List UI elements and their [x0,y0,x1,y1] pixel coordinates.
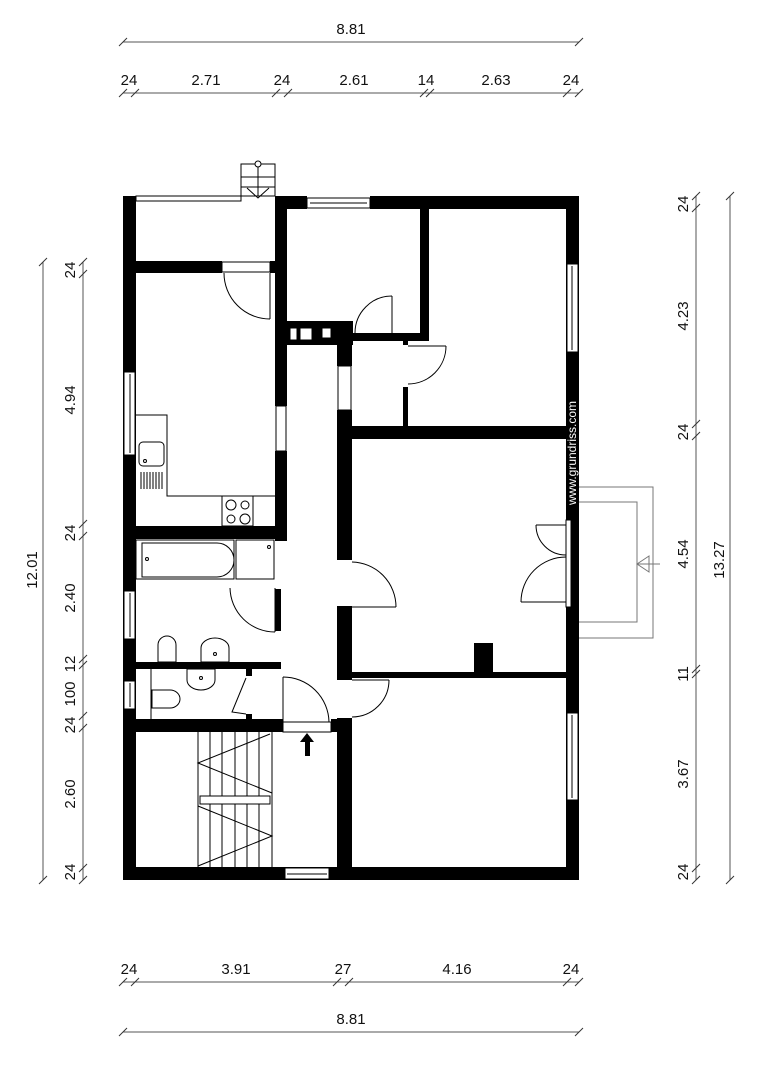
top-total-label: 8.81 [336,21,365,38]
top-dimension-total: 8.81 [118,21,584,47]
watermark-text: www.grundriss.com [565,401,579,506]
left-seg-label: 100 [62,681,79,706]
top-dimension-chain: 24 2.71 24 2.61 14 2.63 24 [118,72,584,98]
bathroom-fixtures [135,539,275,663]
bottom-seg-label: 24 [563,961,580,978]
left-seg-label: 24 [62,717,79,734]
interior-walls [136,196,566,880]
wc-fixtures [150,668,216,719]
right-dimension-chain: 24 4.23 24 4.54 11 3.67 24 [675,191,701,885]
staircase [196,732,274,867]
left-dimension-chain: 24 4.94 24 2.40 12 100 24 2.60 24 [62,257,88,885]
balcony [579,486,660,639]
bottom-dimension-chain: 24 3.91 27 4.16 24 [118,961,584,987]
right-dimension-total: 13.27 [711,191,735,885]
windows [123,197,579,880]
top-seg-label: 14 [418,72,435,89]
chimney-stair-symbol [240,160,276,199]
entry-arrow-icon [300,733,314,756]
bathtub [141,542,235,578]
bottom-total-label: 8.81 [336,1011,365,1028]
washbasin [200,637,230,663]
left-seg-label: 4.94 [62,385,79,414]
right-seg-label: 4.54 [675,539,692,568]
top-seg-label: 24 [121,72,138,89]
kitchen-counter [136,414,275,527]
left-seg-label: 12 [62,656,79,673]
window-kitchen-hall [275,405,287,452]
top-seg-label: 24 [274,72,291,89]
doors [221,261,572,733]
right-total-label: 13.27 [711,541,728,579]
left-seg-label: 2.40 [62,583,79,612]
bottom-seg-label: 24 [121,961,138,978]
left-seg-label: 24 [62,262,79,279]
top-seg-label: 2.63 [481,72,510,89]
toilet [151,689,181,709]
right-seg-label: 24 [675,196,692,213]
right-seg-label: 11 [675,666,692,682]
stair-landing-rail [199,795,271,805]
left-seg-label: 2.60 [62,779,79,808]
right-seg-label: 4.23 [675,301,692,330]
top-seg-label: 2.71 [191,72,220,89]
bottom-seg-label: 4.16 [442,961,471,978]
opening-hall-lobby [337,365,352,411]
bidet [157,635,177,663]
left-total-label: 12.01 [24,551,41,589]
bottom-seg-label: 27 [335,961,352,978]
kitchen-sink [138,441,165,467]
bottom-dimension-total: 8.81 [118,1011,584,1037]
left-dimension-total: 12.01 [24,257,48,885]
right-seg-label: 3.67 [675,759,692,788]
right-seg-label: 24 [675,864,692,881]
top-seg-label: 24 [563,72,580,89]
left-seg-label: 24 [62,525,79,542]
bottom-seg-label: 3.91 [221,961,250,978]
stove [221,495,254,527]
left-seg-label: 24 [62,864,79,881]
drain-board [140,472,163,489]
top-seg-label: 2.61 [339,72,368,89]
shower-cabinet [235,539,275,580]
right-seg-label: 24 [675,424,692,441]
